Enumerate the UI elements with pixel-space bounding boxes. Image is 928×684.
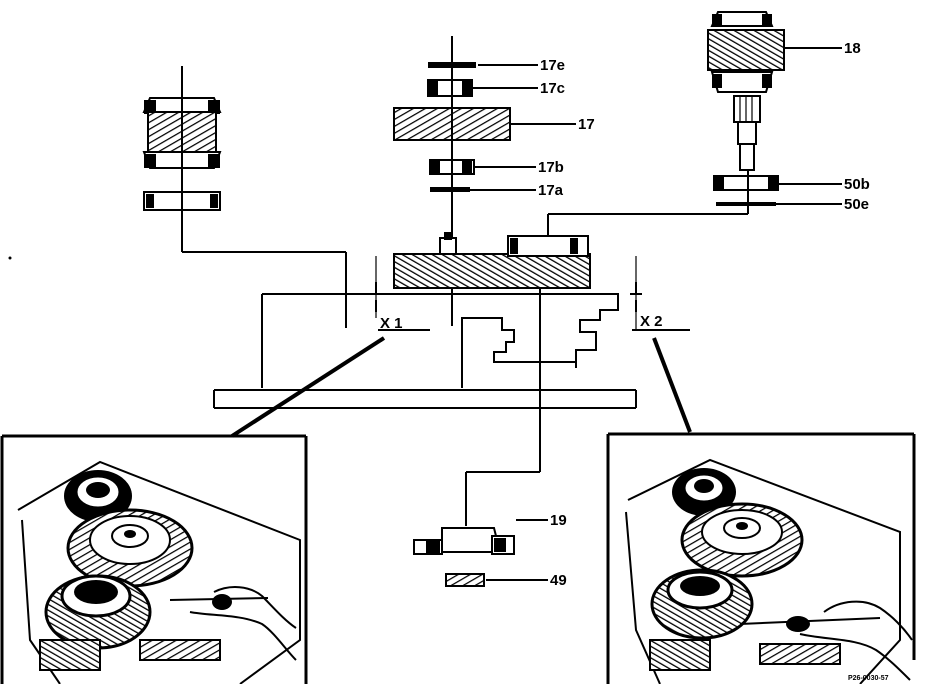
label-17c: 17c [540, 80, 565, 97]
label-50e: 50e [844, 196, 869, 213]
bearing-cone-17c [427, 79, 473, 97]
dimension-x1 [370, 256, 430, 331]
label-17b: 17b [538, 159, 564, 176]
pinion-shaft-18 [707, 11, 785, 171]
callout-line-left [230, 336, 386, 438]
differential-gear-in-housing [393, 232, 591, 289]
shim-17a [430, 187, 470, 192]
stray-dot [8, 256, 12, 260]
label-x2: X 2 [640, 313, 663, 330]
left-photo-inset [0, 434, 308, 684]
label-17a: 17a [538, 182, 564, 199]
shim-50e [716, 202, 776, 206]
leader-lines [470, 47, 842, 581]
label-18: 18 [844, 40, 861, 57]
right-photo-inset [606, 432, 916, 684]
housing-section [213, 293, 637, 409]
label-17: 17 [578, 116, 595, 133]
callout-line-right [652, 337, 692, 433]
bearing-19 [413, 527, 515, 555]
label-17e: 17e [540, 57, 565, 74]
nut-49 [445, 573, 485, 587]
label-49: 49 [550, 572, 567, 589]
dimension-x2 [630, 256, 690, 331]
label-x1: X 1 [380, 315, 403, 332]
figure-code: P26-0030-57 [848, 675, 889, 682]
label-50b: 50b [844, 176, 870, 193]
bearing-race-50b [713, 175, 779, 191]
label-19: 19 [550, 512, 567, 529]
